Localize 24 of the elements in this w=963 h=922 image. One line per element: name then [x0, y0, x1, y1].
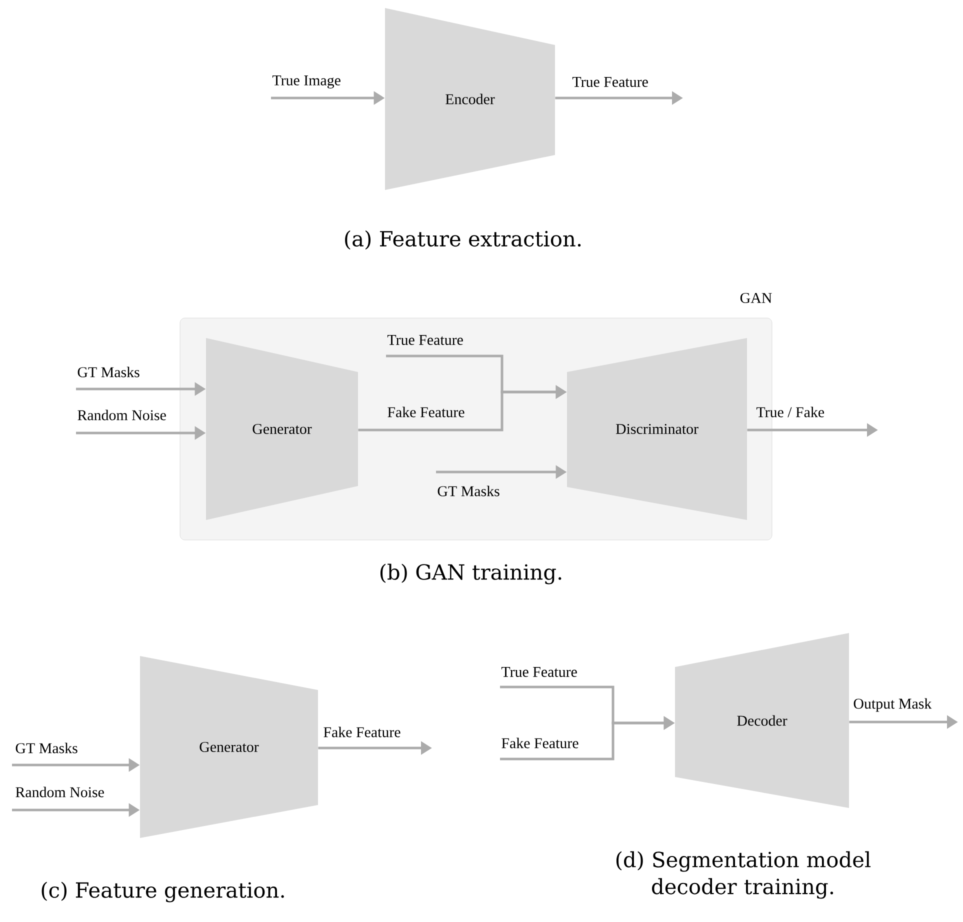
edge-label: Fake Feature: [324, 726, 400, 738]
trapezoid-block: Generator: [206, 338, 358, 520]
edge-label: Random Noise: [78, 410, 166, 420]
trapezoid-block: Encoder: [385, 8, 555, 190]
subfigure-caption: (b) GAN training.: [380, 564, 562, 584]
edge-label: Output Mask: [854, 698, 932, 712]
edge-label: True / Fake: [756, 406, 824, 418]
edge-label: True Feature: [501, 667, 577, 677]
edge-label: GT Masks: [438, 486, 500, 496]
edge-label: Random Noise: [16, 786, 104, 798]
trapezoid-block: Discriminator: [567, 338, 747, 520]
edge-label: True Image: [272, 76, 340, 88]
subfigure-caption: (d) Segmentation model decoder training.: [616, 851, 871, 899]
panel-title: GAN: [740, 292, 772, 304]
trapezoid-block: Generator: [140, 656, 318, 838]
trapezoid-block: Decoder: [675, 633, 849, 808]
edge-label: GT Masks: [16, 742, 78, 754]
edge-label: True Feature: [572, 77, 648, 87]
edge-label: GT Masks: [78, 366, 140, 378]
edge-label: Fake Feature: [502, 738, 578, 748]
edge-label: True Feature: [387, 335, 463, 345]
subfigure-caption: (a) Feature extraction.: [345, 230, 581, 250]
subfigure-caption: (c) Feature generation.: [42, 882, 284, 902]
edge-label: Fake Feature: [388, 406, 464, 418]
